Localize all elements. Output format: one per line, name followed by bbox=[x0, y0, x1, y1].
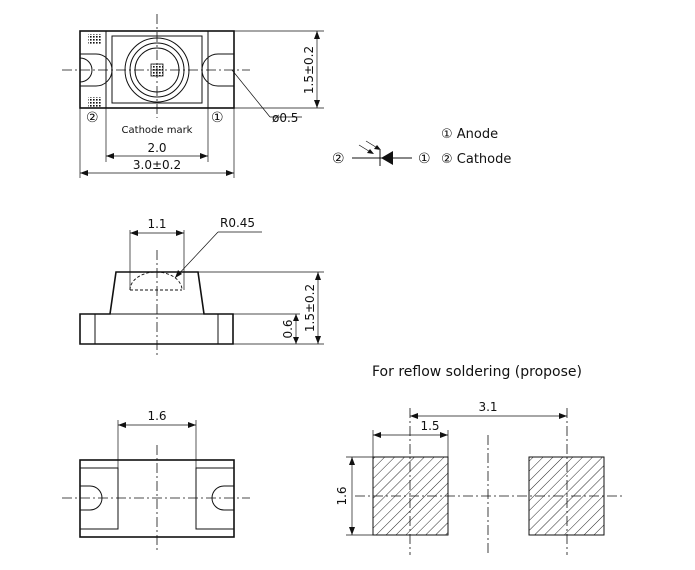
dim-pad-width-label: 1.5 bbox=[420, 419, 439, 433]
arrow-left bbox=[80, 170, 88, 176]
arrow-down bbox=[315, 336, 321, 344]
side-body-outline bbox=[79, 271, 234, 345]
lens-dome bbox=[129, 271, 183, 291]
pad2-marker: ② bbox=[86, 110, 99, 126]
dim-width-label: 1.6 bbox=[147, 409, 166, 423]
arrow-down bbox=[314, 100, 320, 108]
dim-inner-width-label: 2.0 bbox=[147, 141, 166, 155]
arrow-right bbox=[226, 170, 234, 176]
arrow-down bbox=[293, 337, 299, 344]
dim-pad-height-label: 1.6 bbox=[335, 486, 349, 505]
cathode-mark-top bbox=[88, 34, 102, 44]
dim-base-label: 0.6 bbox=[281, 319, 295, 338]
bottom-left-pad bbox=[80, 467, 119, 530]
left-notch bbox=[79, 57, 93, 83]
bottom-view: 1.6 bbox=[62, 409, 250, 550]
dim-height-label: 1.5±0.2 bbox=[303, 284, 317, 332]
pad1-marker: ① bbox=[211, 110, 224, 126]
bottom-right-pad bbox=[195, 467, 234, 530]
arrow-up bbox=[314, 31, 320, 39]
symbol-right-marker: ① bbox=[418, 151, 431, 167]
arrow-up bbox=[349, 457, 355, 465]
diode-triangle bbox=[381, 151, 393, 165]
arrow-left bbox=[118, 422, 126, 428]
dim-height-label: 1.5±0.2 bbox=[302, 46, 316, 94]
leader-radius bbox=[174, 231, 219, 279]
arrow-right bbox=[176, 230, 184, 236]
arrow-left bbox=[373, 432, 381, 438]
leader-lens-dia bbox=[231, 69, 271, 118]
arrow-left bbox=[130, 230, 138, 236]
dim-radius-label: R0.45 bbox=[220, 216, 255, 230]
light-arrowhead-2 bbox=[374, 145, 381, 150]
footprint-view: For reflow soldering (propose) 3.1 1.5 1… bbox=[335, 364, 622, 555]
footprint-title: For reflow soldering (propose) bbox=[372, 364, 582, 380]
arrow-right bbox=[200, 153, 208, 159]
arrow-left bbox=[410, 413, 418, 419]
side-view: 1.1 R0.45 1.5±0.2 0.6 bbox=[79, 216, 324, 356]
arrow-down bbox=[349, 527, 355, 535]
anode-label: ① Anode bbox=[441, 127, 498, 142]
cathode-mark-label: Cathode mark bbox=[122, 125, 193, 136]
arrow-right bbox=[188, 422, 196, 428]
cathode-mark-bottom bbox=[88, 97, 102, 107]
pinout-legend: ① Anode ② Cathode ② ① bbox=[332, 127, 511, 167]
arrow-left bbox=[106, 153, 114, 159]
dim-pitch-label: 3.1 bbox=[478, 400, 497, 414]
dim-lens-width-label: 1.1 bbox=[147, 217, 166, 231]
arrow-right bbox=[440, 432, 448, 438]
dim-lens-dia-label: ø0.5 bbox=[272, 111, 298, 125]
symbol-left-marker: ② bbox=[332, 151, 345, 167]
dim-outer-width-label: 3.0±0.2 bbox=[133, 158, 181, 172]
arrow-up bbox=[315, 272, 321, 280]
arrow-right bbox=[559, 413, 567, 419]
top-view: 1.5±0.2 ø0.5 ② ① Cathode mark 2.0 3.0±0.… bbox=[62, 14, 324, 178]
cathode-label: ② Cathode bbox=[441, 152, 511, 167]
light-arrowhead-1 bbox=[367, 149, 374, 154]
arrow-up bbox=[293, 314, 299, 321]
radius-arrowhead bbox=[175, 270, 182, 278]
